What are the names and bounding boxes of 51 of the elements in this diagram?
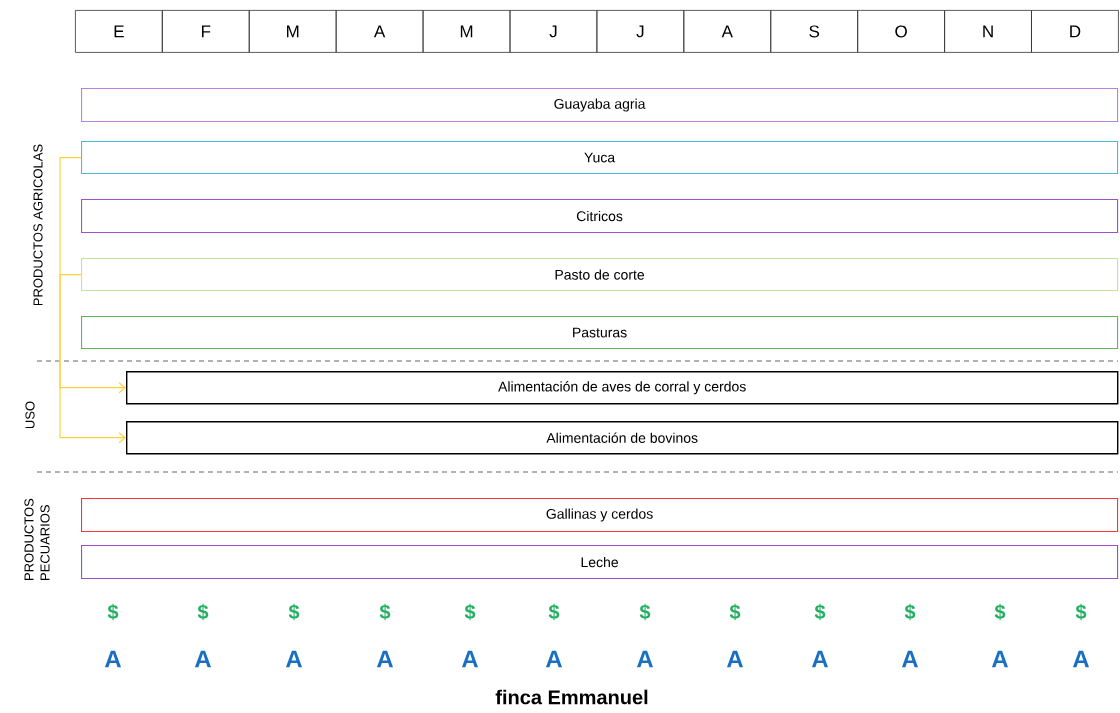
- letter-mark: A: [545, 650, 563, 668]
- month-cell: E: [75, 10, 163, 53]
- bar: Gallinas y cerdos: [81, 498, 1119, 533]
- bar: Alimentación de aves de corral y cerdos: [126, 371, 1119, 405]
- month-cell: O: [857, 10, 945, 53]
- dollar-sign: $: [904, 603, 916, 621]
- month-cell: D: [1031, 10, 1119, 53]
- dollar-sign: $: [548, 603, 560, 621]
- dollar-sign: $: [729, 603, 741, 621]
- bar: Leche: [81, 545, 1119, 580]
- letter-mark: A: [991, 650, 1009, 668]
- bar: Yuca: [81, 141, 1119, 175]
- letter-mark: A: [811, 650, 829, 668]
- arrow: [59, 156, 126, 394]
- letter-mark: A: [194, 650, 212, 668]
- section-label: PRODUCTOS AGRICOLAS: [33, 144, 43, 306]
- bar: Pasturas: [81, 316, 1119, 350]
- letter-mark: A: [104, 650, 122, 668]
- bar: Pasto de corte: [81, 258, 1119, 292]
- month-cell: A: [683, 10, 772, 53]
- section-label: USO: [25, 401, 35, 429]
- dollar-sign: $: [1075, 603, 1087, 621]
- month-cell: J: [596, 10, 685, 53]
- letter-mark: A: [901, 650, 919, 668]
- letter-mark: A: [636, 650, 654, 668]
- letter-mark: A: [461, 650, 479, 668]
- letter-mark: A: [1072, 650, 1090, 668]
- bar: Alimentación de bovinos: [126, 421, 1119, 455]
- month-cell: S: [770, 10, 859, 53]
- month-cell: M: [248, 10, 337, 53]
- month-cell: A: [335, 10, 424, 53]
- month-cell: F: [161, 10, 250, 53]
- caption: finca Emmanuel: [495, 689, 648, 705]
- month-cell: J: [509, 10, 598, 53]
- bar: Citricos: [81, 199, 1119, 234]
- dollar-sign: $: [197, 603, 209, 621]
- letter-mark: A: [376, 650, 394, 668]
- dollar-sign: $: [994, 603, 1006, 621]
- dollar-sign: $: [814, 603, 826, 621]
- letter-mark: A: [726, 650, 744, 668]
- letter-mark: A: [285, 650, 303, 668]
- dollar-sign: $: [464, 603, 476, 621]
- month-cell: N: [944, 10, 1032, 53]
- dollar-sign: $: [288, 603, 300, 621]
- section-label: PRODUCTOS PECUARIOS: [24, 498, 50, 580]
- arrow: [59, 273, 126, 444]
- dollar-sign: $: [107, 603, 119, 621]
- month-cell: M: [422, 10, 511, 53]
- dollar-sign: $: [379, 603, 391, 621]
- dollar-sign: $: [639, 603, 651, 621]
- bar: Guayaba agria: [81, 88, 1119, 123]
